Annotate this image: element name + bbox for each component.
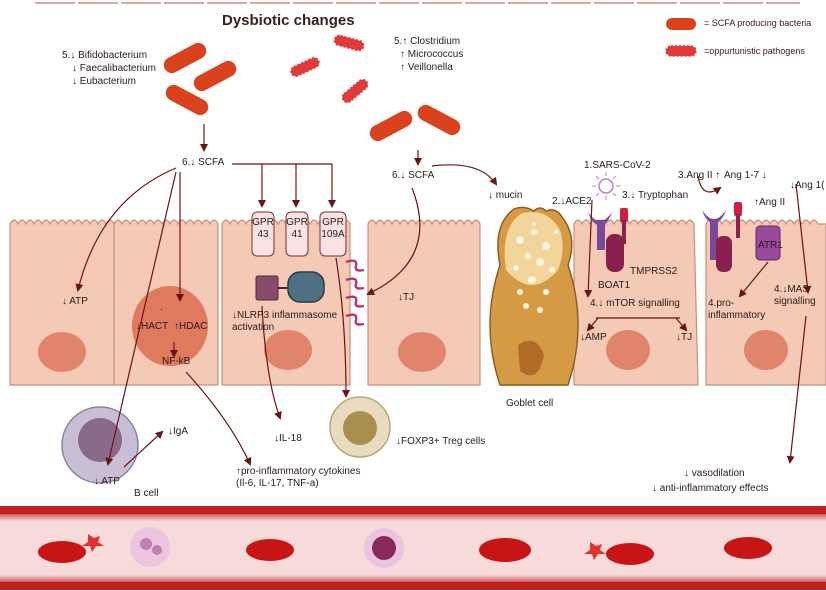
red-blood-cell [479, 538, 531, 562]
blood-vessel [0, 506, 826, 590]
nuclei [38, 286, 788, 372]
label-ang-cut: ↓Ang 1( [790, 180, 825, 191]
label-hact: ↓HACT [136, 321, 169, 332]
tight-junction [345, 259, 365, 326]
label-mtor: 4.↓ mTOR signalling [590, 298, 680, 309]
label-dot: . [160, 302, 163, 313]
label-scfa-right: 6.↓ SCFA [392, 170, 435, 181]
label-ace2: 2.↓ACE2 [552, 196, 592, 207]
white-blood-cell [364, 528, 404, 568]
label-bifidobacterium: 5.↓ Bifidobacterium [62, 50, 148, 61]
nucleus-6 [744, 330, 788, 370]
label-iga: ↓IgA [168, 426, 189, 437]
red-blood-cell [38, 541, 86, 563]
label-angii: ↑Ang II [754, 197, 786, 208]
red-blood-cell [724, 537, 772, 559]
label-tmprss2: TMPRSS2 [630, 266, 678, 277]
white-blood-cell [130, 527, 170, 567]
label-amp: ↓AMP [580, 332, 607, 343]
red-blood-cell [246, 539, 294, 561]
label-anti-inflammatory: ↓ anti-inflammatory effects [652, 483, 769, 494]
diagram-title: Dysbiotic changes [222, 12, 355, 29]
nucleus-2 [132, 286, 208, 366]
gpr41-receptor [285, 211, 309, 257]
enterocyte-4 [367, 219, 481, 386]
nucleus-5 [606, 330, 650, 370]
label-angii-up: 3.Ang II ↑ [678, 170, 721, 181]
virus-sars-cov-2 [592, 172, 620, 200]
label-goblet-cell: Goblet cell [506, 398, 554, 409]
label-atp-cell: ↓ ATP [62, 296, 88, 307]
gpr109a-receptor [319, 211, 347, 257]
nucleus-1 [38, 332, 86, 372]
label-pro-inflammatory: 4.pro- inflammatory [708, 298, 766, 321]
b-cell [61, 406, 139, 484]
label-gpr41: GPR 41 [286, 217, 308, 240]
enterocyte-1 [9, 219, 115, 386]
label-atr1: ATR1 [758, 240, 783, 251]
nlrp3-inflammasome [255, 271, 325, 303]
label-scfa-left: 6.↓ SCFA [182, 157, 225, 168]
pathway-arrows [75, 124, 812, 468]
label-gpr43: GPR 43 [252, 217, 274, 240]
nucleus-4 [398, 332, 446, 372]
red-blood-cell [606, 543, 654, 565]
label-cytokines: ↑pro-inflammatory cytokines (Il-6, IL-17… [236, 466, 361, 489]
pathogens [290, 34, 697, 104]
platelet [82, 534, 104, 552]
scfa-bacteria [163, 18, 696, 142]
gpr43-receptor [251, 211, 275, 257]
label-vasodilation: ↓ vasodilation [684, 468, 745, 479]
label-micrococcus: ↑ Micrococcus [400, 49, 464, 60]
label-nfkb: NF-kB [162, 356, 191, 367]
label-b-cell: B cell [134, 488, 159, 499]
legend-scfa-bacteria: = SCFA producing bacteria [704, 18, 812, 28]
label-ang17: Ang 1-7 ↓ [724, 170, 767, 181]
label-boat1: BOAT1 [598, 280, 631, 291]
label-eubacterium: ↓ Eubacterium [72, 76, 136, 87]
nucleus-3 [264, 330, 312, 370]
treg-cell [329, 396, 391, 458]
label-nlrp3: ↓NLRP3 inflammasome activation [232, 310, 338, 333]
label-atp-bcell: ↓ ATP [94, 476, 120, 487]
label-veillonella: ↑ Veillonella [400, 62, 453, 73]
goblet-cell [489, 206, 579, 386]
label-hdac: ↑HDAC [174, 321, 208, 332]
ang-receptors [702, 202, 781, 272]
platelet [584, 542, 606, 560]
gpr-receptors [251, 211, 347, 257]
label-gpr109a: GPR 109A [321, 217, 345, 240]
label-mas-signalling: 4.↓MAS signalling [774, 284, 816, 307]
label-sars-cov-2: 1.SARS-CoV-2 [584, 160, 651, 171]
label-tj-mid: ↓TJ [398, 292, 415, 303]
label-foxp3: ↓FOXP3+ Treg cells [396, 436, 486, 447]
ace2-complex [588, 208, 628, 272]
label-tryptophan: 3.↓ Tryptophan [622, 190, 689, 201]
legend-pathogens: =oppurtunistic pathogens [704, 46, 805, 56]
label-tj-right: ↓TJ [676, 332, 693, 343]
label-mucin: ↓ mucin [488, 190, 523, 201]
label-il18: ↓IL-18 [274, 433, 302, 444]
label-faecalibacterium: ↓ Faecalibacterium [72, 63, 156, 74]
enterocyte-6 [705, 219, 826, 386]
label-clostridium: 5.↑ Clostridium [394, 36, 461, 47]
